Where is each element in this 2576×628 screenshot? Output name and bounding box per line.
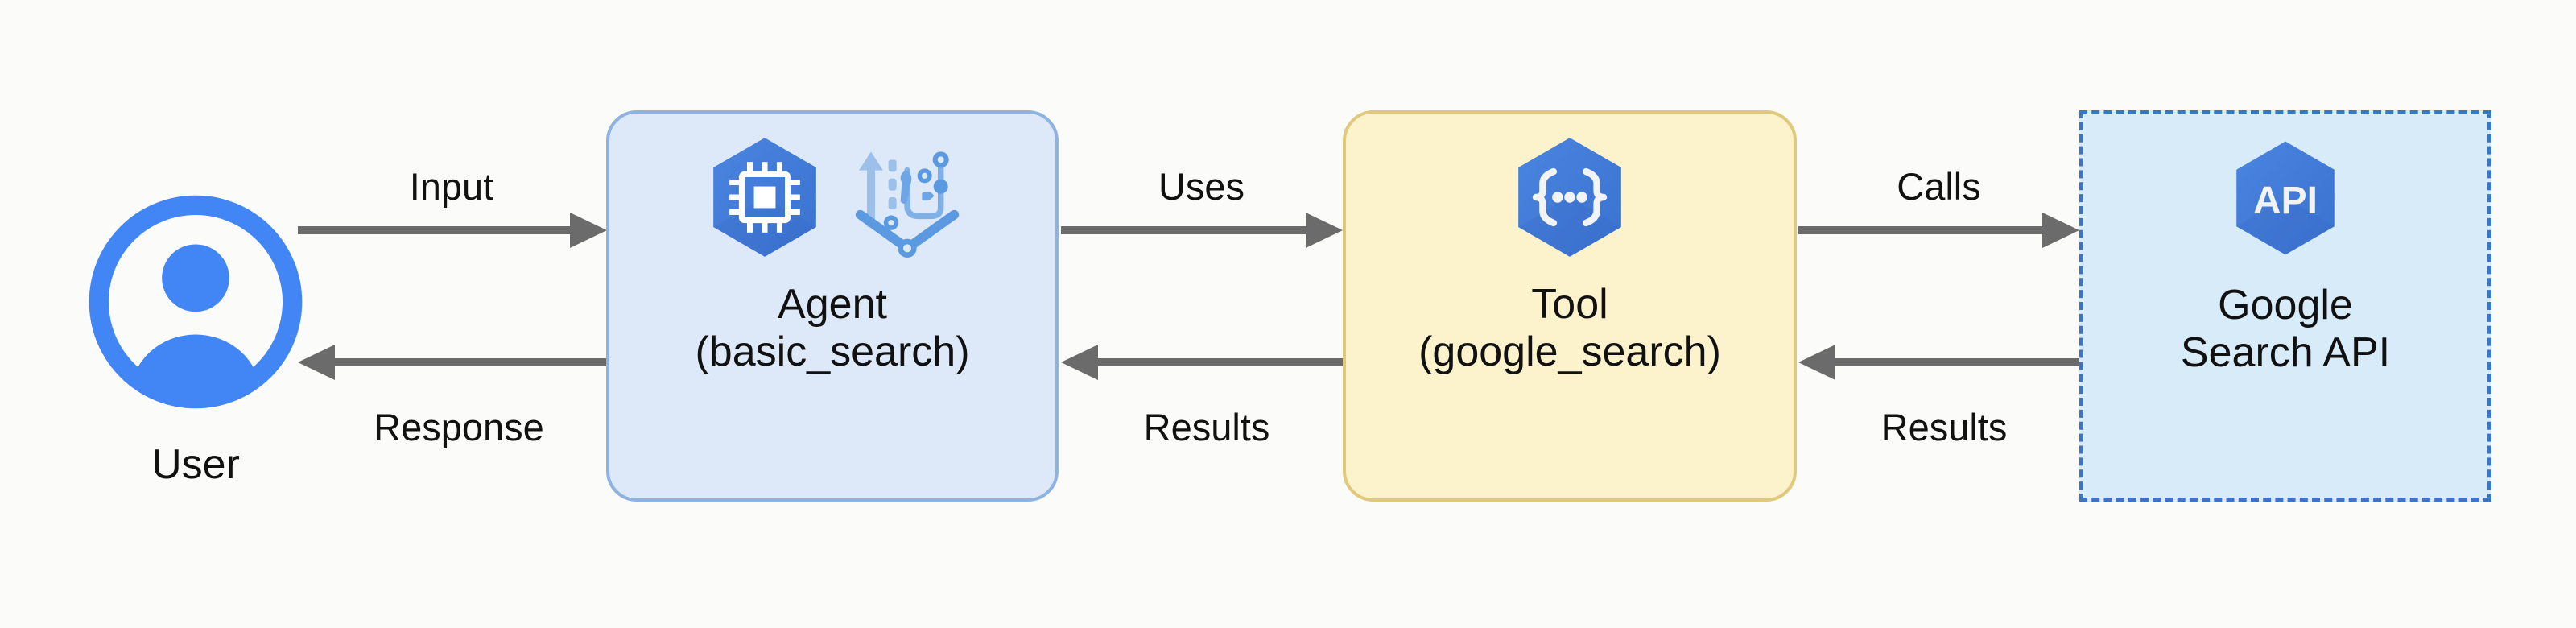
node-tool-label-line1: Tool	[1531, 281, 1608, 328]
arrow-agent-to-user	[298, 345, 607, 380]
node-api-label-line1: Google	[2218, 282, 2353, 328]
api-badge-text: API	[2253, 180, 2318, 222]
user-avatar-icon	[87, 193, 304, 411]
arrow-agent-to-tool	[1061, 213, 1343, 248]
node-agent[interactable]: Agent (basic_search)	[606, 110, 1059, 502]
arrow-tool-to-agent	[1061, 345, 1343, 380]
node-agent-label-line1: Agent	[778, 281, 887, 328]
node-tool-label: Tool (google_search)	[1418, 281, 1721, 377]
edge-label-input: Input	[409, 165, 494, 208]
edge-label-calls: Calls	[1897, 165, 1981, 208]
node-api-label-line2: Search API	[2180, 329, 2391, 377]
braces-hexagon-icon	[1502, 130, 1637, 269]
user-label: User	[151, 441, 240, 488]
node-tool-label-line2: (google_search)	[1418, 328, 1721, 376]
api-icon-group: API	[2221, 135, 2350, 264]
tool-icon-group	[1502, 134, 1637, 263]
node-google-search-api[interactable]: API Google Search API	[2079, 110, 2491, 502]
arrow-user-to-agent	[298, 213, 607, 248]
arrow-api-to-tool	[1798, 345, 2079, 380]
agent-workflow-icon	[847, 130, 968, 269]
node-tool[interactable]: Tool (google_search)	[1343, 110, 1797, 502]
node-api-label: Google Search API	[2181, 282, 2390, 378]
edge-label-response: Response	[374, 406, 544, 448]
edge-label-uses: Uses	[1158, 165, 1245, 208]
api-hexagon-icon: API	[2221, 134, 2350, 266]
edge-label-results-tool: Results	[1143, 406, 1270, 448]
edge-label-results-api: Results	[1880, 406, 2008, 448]
node-agent-label: Agent (basic_search)	[695, 281, 969, 377]
cpu-hexagon-icon	[697, 130, 832, 269]
node-agent-label-line2: (basic_search)	[695, 328, 970, 376]
agent-icon-group	[697, 134, 968, 263]
arrow-tool-to-api	[1798, 213, 2079, 248]
